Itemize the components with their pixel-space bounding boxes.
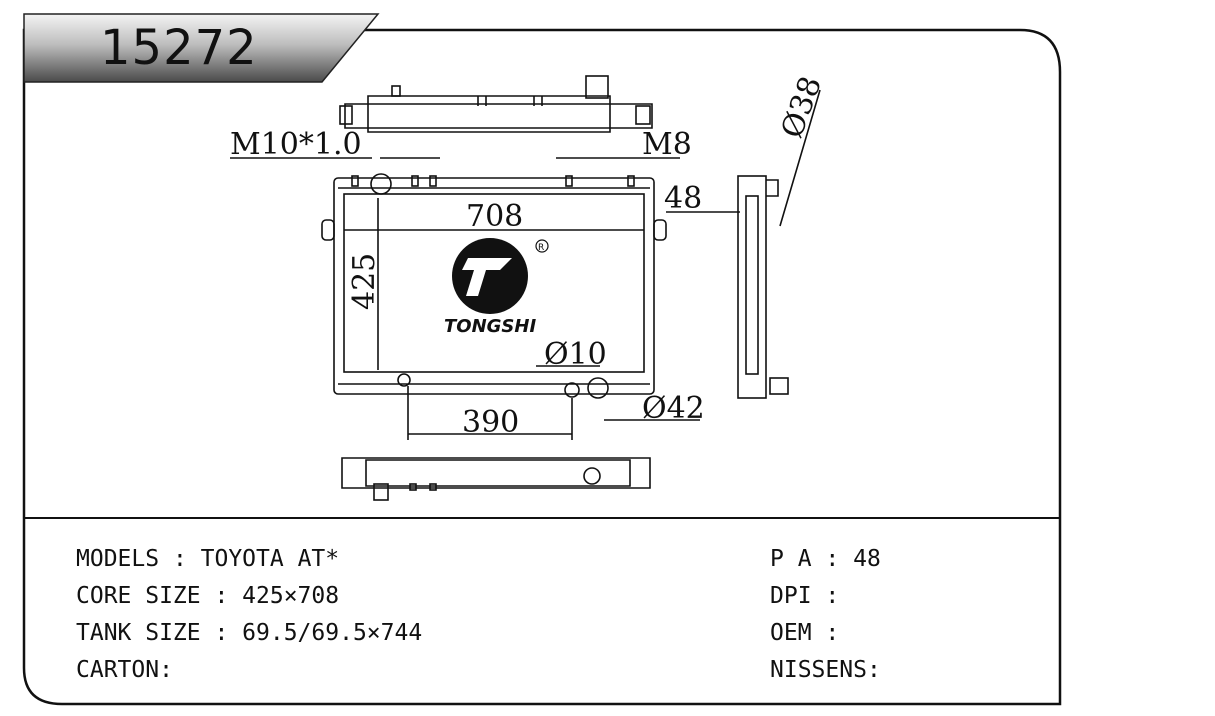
brand-logo (452, 238, 549, 314)
spec-row-core-size: CORE SIZE : 425×708 (76, 583, 340, 609)
dim-thread: M10*1.0 (230, 127, 362, 162)
spec-row-models: MODELS : TOYOTA AT* (76, 546, 340, 572)
part-number-badge (23, 13, 380, 83)
dim-offset: 390 (462, 405, 519, 440)
dim-outlet-dia: Ø10 (544, 337, 607, 372)
radiator-drawing: M10*1.0 M8 708 425 Ø10 390 Ø42 48 Ø38 TO… (230, 72, 829, 501)
dim-side-dia: Ø38 (775, 72, 829, 143)
spec-row-nissens: NISSENS: (770, 657, 881, 683)
registered-mark: R (538, 243, 544, 253)
side-view (737, 175, 789, 399)
radiator-core (321, 173, 667, 399)
dim-height: 425 (347, 253, 382, 310)
specs-right: P A : 48 DPI : OEM : NISSENS: (770, 541, 881, 689)
bottom-tank-view (341, 457, 651, 501)
spec-row-tank-size: TANK SIZE : 69.5/69.5×744 (76, 620, 423, 646)
dim-side-depth: 48 (664, 181, 702, 216)
dim-inlet-dia: Ø42 (642, 391, 705, 426)
top-tank-view (339, 75, 653, 133)
spec-row-carton: CARTON: (76, 657, 173, 683)
specs-left: MODELS : TOYOTA AT* CORE SIZE : 425×708 … (76, 541, 422, 689)
spec-row-oem: OEM : (770, 620, 854, 646)
spec-row-dpi: DPI : (770, 583, 854, 609)
spec-row-pa: P A : 48 (770, 546, 881, 572)
part-number: 15272 (100, 20, 258, 76)
dim-m8: M8 (642, 127, 692, 162)
brand-name: TONGSHI (444, 316, 536, 337)
dim-width: 708 (466, 199, 523, 234)
